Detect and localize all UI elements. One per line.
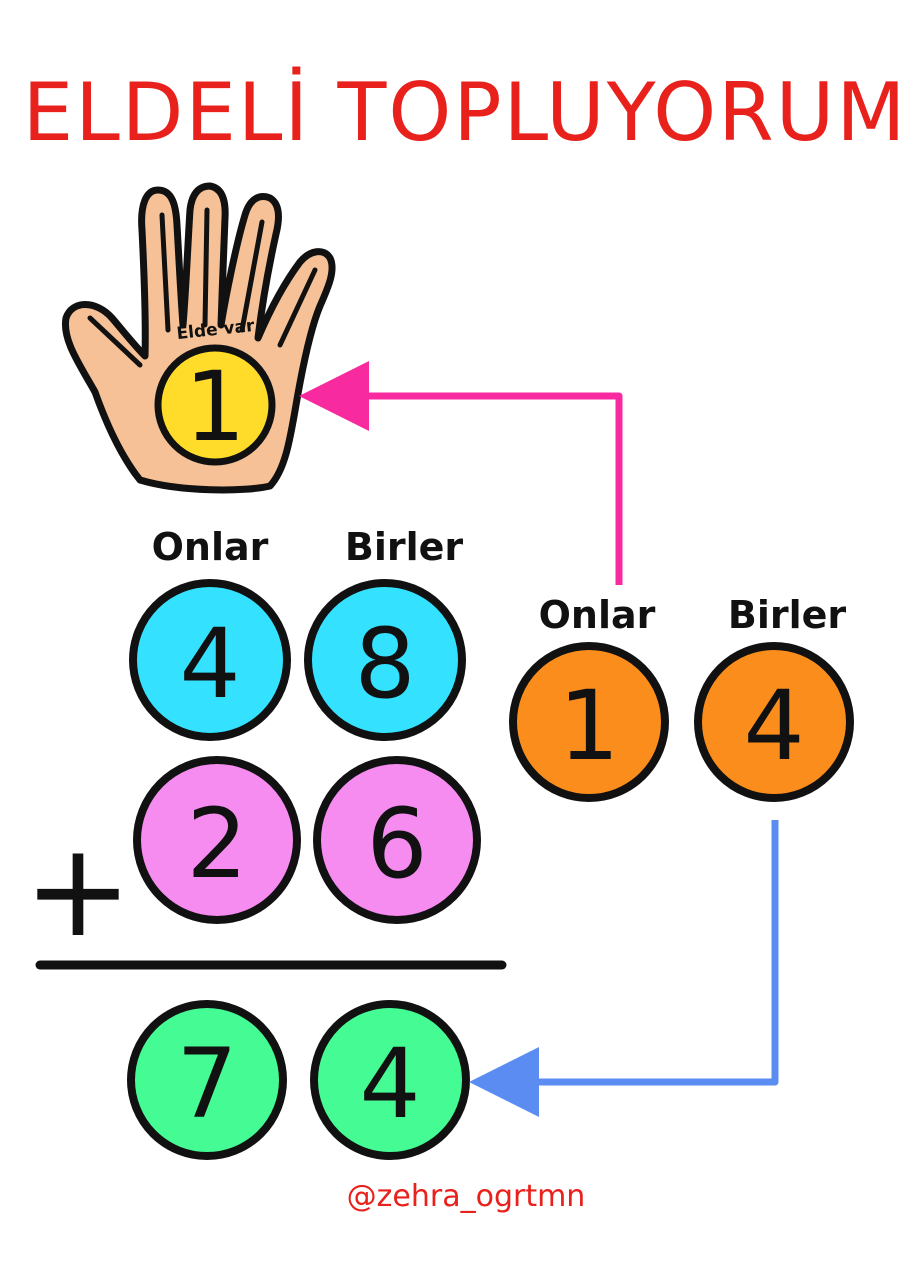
- addend-1-tens-circle: [129, 579, 291, 741]
- ones-sum-ones-circle: [694, 642, 854, 802]
- result-ones-circle: [310, 1000, 470, 1160]
- result: 7 4: [127, 1000, 470, 1160]
- ones-sum: 1 4: [509, 642, 854, 802]
- column-label-tens: Onlar: [152, 525, 269, 569]
- ones-arrow: [469, 820, 779, 1117]
- addend-2-tens-circle: [133, 756, 301, 924]
- hand-finger-lines: [87, 207, 318, 368]
- result-ones-digit: 4: [359, 1028, 420, 1140]
- page-title: ELDELİ TOPLUYORUM: [23, 66, 905, 159]
- addend-2: 2 6: [133, 756, 481, 924]
- ones-sum-tens-digit: 1: [558, 670, 619, 782]
- plus-sign: +: [24, 814, 133, 966]
- addend-2-ones-circle: [313, 756, 481, 924]
- addend-1: 4 8: [129, 579, 466, 741]
- result-tens-circle: [127, 1000, 287, 1160]
- column-label-ones: Birler: [345, 525, 464, 569]
- ones-sum-tens-circle: [509, 642, 669, 802]
- addend-1-tens-digit: 4: [179, 608, 240, 720]
- ones-sum-ones-digit: 4: [743, 670, 804, 782]
- result-tens-digit: 7: [176, 1028, 237, 1140]
- carry-coin: [154, 344, 276, 466]
- author-credit: @zehra_ogrtmn: [347, 1179, 586, 1214]
- carry-arrow: [299, 361, 623, 585]
- addend-1-ones-digit: 8: [354, 608, 415, 720]
- addend-2-tens-digit: 2: [186, 788, 247, 900]
- ones-sum-label-tens: Onlar: [539, 593, 656, 637]
- addend-2-ones-digit: 6: [366, 788, 427, 900]
- carry-digit: 1: [184, 351, 245, 463]
- ones-sum-label-ones: Birler: [728, 593, 847, 637]
- hand-illustration: Elde var 1: [61, 182, 336, 494]
- addend-1-ones-circle: [304, 579, 466, 741]
